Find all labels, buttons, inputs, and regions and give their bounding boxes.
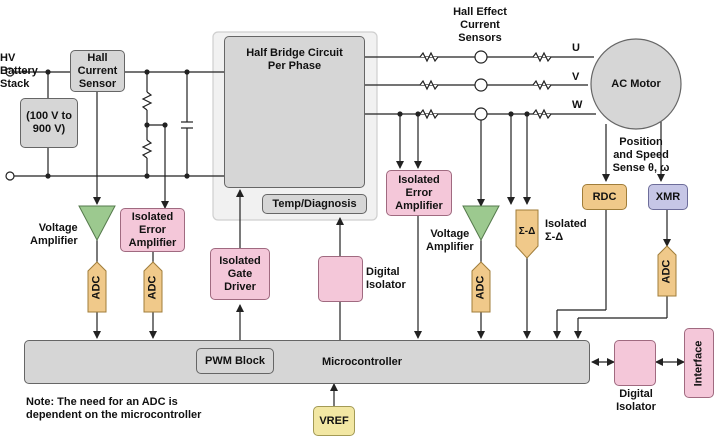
phase-w-label: W — [572, 99, 583, 111]
pwm-block-label: PWM Block — [205, 354, 265, 367]
interface-label: Interface — [692, 340, 705, 386]
sigma-delta-shape — [515, 209, 539, 259]
iso-err-right-3: Amplifier — [395, 199, 443, 212]
battery-range-2: 900 V) — [32, 123, 66, 135]
digital-isolator-top-box — [318, 256, 363, 302]
microcontroller-label: Microcontroller — [321, 355, 403, 368]
note-1: Note: The need for an ADC is — [26, 396, 178, 408]
half-bridge-title-2: Per Phase — [267, 60, 322, 72]
iso-err-left-3: Amplifier — [128, 236, 177, 249]
gate-line-3: Driver — [224, 280, 256, 293]
adc-1-shape — [87, 261, 107, 313]
iso-err-right-2: Error — [405, 186, 433, 199]
half-bridge-title-1: Half Bridge Circuit — [246, 47, 343, 59]
va-right-1: Voltage — [430, 228, 470, 240]
hv-line-3: Stack — [0, 78, 30, 90]
isd-1: Isolated — [545, 218, 587, 230]
digital-isolator-bottom-box — [614, 340, 656, 386]
hall-sensor-line-2: Current — [77, 64, 118, 77]
vref-label: VREF — [319, 414, 349, 427]
di-top-1: Digital — [366, 266, 400, 278]
adc-2-label: ADC — [146, 275, 159, 300]
interface-box: Interface — [684, 328, 714, 398]
iso-err-left-2: Error — [139, 223, 166, 236]
microcontroller-box: Microcontroller — [24, 340, 590, 384]
rdc-box: RDC — [582, 184, 627, 210]
ac-motor-body — [590, 38, 682, 130]
pwm-block-box: PWM Block — [196, 348, 274, 374]
temp-diagnosis-label: Temp/Diagnosis — [272, 197, 357, 210]
adc-2-shape — [143, 261, 163, 313]
va-left-2: Amplifier — [30, 235, 78, 247]
pos-3: Sense θ, ω — [612, 162, 670, 174]
hall-sensor-u — [474, 50, 488, 64]
xmr-box: XMR — [648, 184, 688, 210]
battery-plus-terminal — [5, 67, 15, 77]
rdc-label: RDC — [592, 190, 617, 203]
hall-sensor-v — [474, 78, 488, 92]
adc-1-label: ADC — [90, 275, 103, 300]
battery-range-1: (100 V to — [26, 110, 72, 122]
gate-line-1: Isolated — [219, 254, 261, 267]
hall-effect-2: Current — [460, 19, 500, 31]
di-top-2: Isolator — [366, 279, 406, 291]
ac-motor-label: AC Motor — [611, 78, 661, 90]
sigma-delta-label: Σ-Δ — [518, 226, 536, 237]
hall-effect-1: Hall Effect — [453, 6, 507, 18]
pos-2: and Speed — [613, 149, 669, 161]
hv-line-1: HV — [0, 52, 16, 64]
iso-err-left-1: Isolated — [131, 210, 174, 223]
adc-4-label: ADC — [660, 259, 673, 284]
adc-4-shape — [657, 245, 677, 297]
battery-minus-terminal — [5, 171, 15, 181]
va-left-1: Voltage — [38, 222, 78, 234]
voltage-amp-right-triangle — [462, 205, 500, 242]
note-2: dependent on the microcontroller — [26, 409, 202, 421]
di-bot-2: Isolator — [616, 401, 656, 413]
va-right-2: Amplifier — [426, 241, 474, 253]
adc-3-shape — [471, 261, 491, 313]
isd-2: Σ-Δ — [545, 231, 564, 243]
hall-sensor-w — [474, 107, 488, 121]
iso-err-right-1: Isolated — [398, 173, 440, 186]
hall-sensor-line-3: Sensor — [78, 77, 117, 90]
gate-line-2: Gate — [227, 267, 253, 280]
hall-effect-3: Sensors — [458, 32, 502, 44]
di-bot-1: Digital — [619, 388, 653, 400]
temp-diagnosis-box: Temp/Diagnosis — [262, 194, 367, 214]
xmr-label: XMR — [655, 190, 681, 203]
hv-line-2: Battery — [0, 65, 38, 77]
vref-box: VREF — [313, 406, 355, 436]
hall-sensor-line-1: Hall — [87, 51, 108, 64]
phase-v-label: V — [572, 71, 580, 83]
adc-3-label: ADC — [474, 275, 487, 300]
phase-u-label: U — [572, 42, 580, 54]
voltage-amp-left-triangle — [78, 205, 116, 242]
pos-1: Position — [619, 136, 663, 148]
